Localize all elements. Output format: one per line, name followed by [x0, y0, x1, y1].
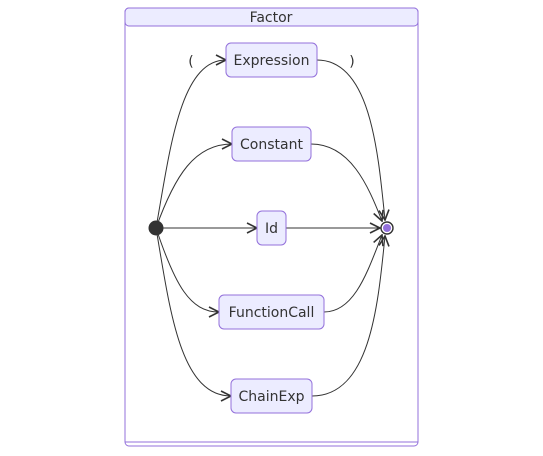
- edge-chainexp-to-end: [311, 236, 385, 397]
- edge-start-to-constant: [155, 144, 232, 229]
- state-id-label: Id: [265, 221, 278, 237]
- state-expression-box: [225, 42, 318, 78]
- edge-start-to-expression: [155, 60, 226, 229]
- state-functioncall-box: [218, 294, 325, 330]
- state-expression: Expression: [225, 42, 318, 78]
- edge-functioncall-to-end: [323, 235, 382, 313]
- edge-start-to-chainexp: [155, 227, 231, 396]
- start-node: [148, 220, 164, 236]
- state-chainexp-box: [230, 378, 313, 414]
- state-constant: Constant: [231, 126, 312, 162]
- state-chainexp-label: ChainExp: [238, 389, 304, 405]
- edge-constant-to-end: [310, 143, 382, 221]
- state-constant-label: Constant: [240, 137, 303, 153]
- state-functioncall: FunctionCall: [218, 294, 325, 330]
- end-node: [380, 221, 394, 235]
- edge-start-to-functioncall: [155, 227, 219, 312]
- edge-label-open-paren: (: [188, 54, 193, 70]
- composite-title-bar: [124, 7, 419, 27]
- edge-label-close-paren: ): [349, 54, 354, 70]
- state-id-box: [256, 210, 287, 246]
- state-constant-box: [231, 126, 312, 162]
- state-chainexp: ChainExp: [230, 378, 313, 414]
- end-node-inner: [383, 224, 391, 232]
- edge-expression-to-end: [316, 59, 385, 220]
- state-id: Id: [256, 210, 287, 246]
- state-expression-label: Expression: [234, 53, 310, 69]
- state-functioncall-label: FunctionCall: [229, 305, 315, 321]
- composite-title: Factor: [250, 10, 293, 26]
- edges: [155, 59, 385, 397]
